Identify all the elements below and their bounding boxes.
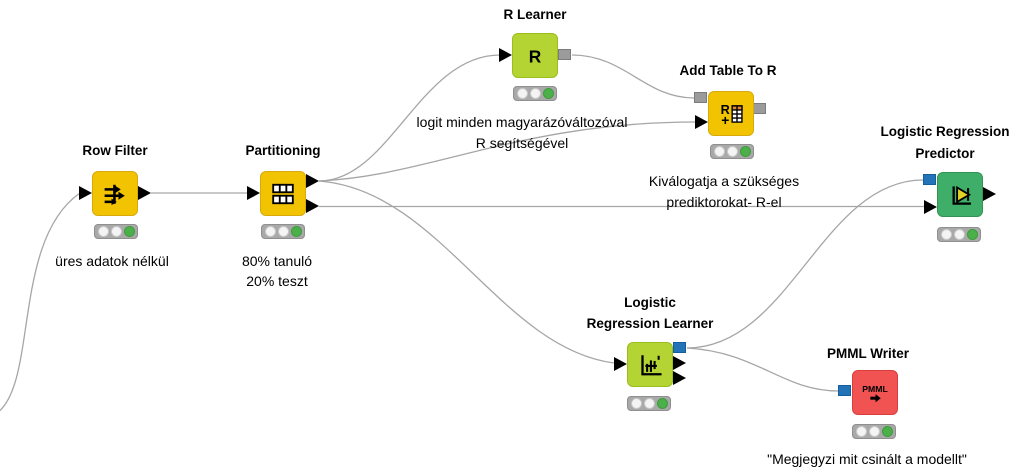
- lr-learner-output-port-1[interactable]: [673, 356, 686, 370]
- status-traffic-light: [710, 144, 754, 159]
- lr-learner-pmml-output-port[interactable]: [673, 342, 686, 353]
- wire-partitioning-to-r-learner[interactable]: [318, 54, 501, 182]
- wire-partitioning-to-lr-learner[interactable]: [318, 180, 615, 364]
- node-row-filter[interactable]: [92, 171, 138, 216]
- node-add-table-to-r[interactable]: R +: [708, 91, 754, 136]
- node-lr-predictor[interactable]: [937, 172, 983, 217]
- r-learner-input-port[interactable]: [499, 48, 512, 62]
- predictor-chart-icon: [952, 185, 972, 205]
- add-table-to-r-data-input-port[interactable]: [695, 115, 708, 129]
- node-title-lr-predictor-2: Predictor: [915, 146, 975, 161]
- svg-text:+: +: [721, 111, 729, 127]
- lr-predictor-output-port[interactable]: [983, 187, 996, 201]
- lr-predictor-data-input-port[interactable]: [924, 200, 937, 214]
- partitioning-input-port[interactable]: [247, 186, 260, 200]
- node-caption-add-table-to-r-2: prediktorokat- R-el: [666, 194, 782, 210]
- node-title-lr-predictor: Logistic Regression: [880, 124, 1010, 139]
- lr-predictor-pmml-input-port[interactable]: [923, 174, 936, 185]
- add-table-to-r-model-input-port[interactable]: [694, 92, 707, 103]
- node-r-learner[interactable]: R: [512, 33, 558, 78]
- node-caption-r-learner: logit minden magyarázóváltozóval: [416, 114, 628, 130]
- wire-input-to-row-filter[interactable]: [0, 192, 81, 413]
- row-filter-output-port[interactable]: [138, 186, 151, 200]
- node-title-row-filter: Row Filter: [82, 143, 148, 158]
- row-filter-icon: [104, 184, 125, 205]
- node-caption-r-learner-2: R segítségével: [475, 135, 569, 151]
- node-title-lr-learner-2: Regression Learner: [586, 316, 714, 331]
- wire-lr-learner-to-lr-predictor[interactable]: [686, 179, 924, 349]
- pmml-writer-icon: PMML: [862, 383, 888, 402]
- partitioning-output-port-1[interactable]: [306, 174, 319, 188]
- status-traffic-light: [852, 424, 896, 439]
- partitioning-icon: [272, 183, 294, 204]
- pmml-writer-input-port[interactable]: [838, 385, 851, 396]
- node-partitioning[interactable]: [260, 171, 306, 216]
- node-title-r-learner: R Learner: [503, 7, 567, 22]
- partitioning-output-port-2[interactable]: [306, 199, 319, 213]
- node-caption-pmml-writer: "Megjegyzi mit csinált a modellt": [767, 451, 967, 467]
- add-table-to-r-model-output-port[interactable]: [753, 103, 766, 114]
- wire-lr-learner-to-pmml-writer[interactable]: [686, 347, 840, 392]
- node-title-add-table-to-r: Add Table To R: [679, 63, 777, 78]
- svg-text:R: R: [529, 46, 542, 66]
- node-caption-partitioning-2: 20% teszt: [246, 273, 308, 289]
- node-title-partitioning: Partitioning: [245, 143, 321, 158]
- learner-chart-icon: [641, 354, 662, 375]
- svg-text:PMML: PMML: [862, 383, 888, 393]
- status-traffic-light: [94, 224, 138, 239]
- node-caption-row-filter: üres adatok nélkül: [55, 253, 169, 269]
- status-traffic-light: [627, 396, 671, 411]
- node-pmml-writer[interactable]: PMML: [852, 370, 898, 415]
- r-learner-model-output-port[interactable]: [558, 49, 571, 60]
- node-title-pmml-writer: PMML Writer: [826, 346, 909, 361]
- lr-learner-input-port[interactable]: [614, 357, 627, 371]
- lr-learner-output-port-2[interactable]: [673, 371, 686, 385]
- add-table-to-r-icon: R +: [721, 103, 743, 127]
- r-learner-icon: R: [529, 46, 542, 66]
- node-title-lr-learner: Logistic: [624, 295, 676, 310]
- node-lr-learner[interactable]: [627, 342, 673, 387]
- svg-text:R: R: [721, 103, 730, 117]
- node-caption-partitioning: 80% tanuló: [241, 253, 313, 269]
- wire-partitioning-to-add-table-to-r[interactable]: [318, 121, 697, 182]
- node-caption-add-table-to-r: Kiválogatja a szükséges: [648, 173, 800, 189]
- wire-r-learner-to-add-table-to-r[interactable]: [571, 54, 695, 99]
- status-traffic-light: [513, 86, 557, 101]
- status-traffic-light: [937, 227, 981, 242]
- status-traffic-light: [261, 224, 305, 239]
- row-filter-input-port[interactable]: [79, 186, 92, 200]
